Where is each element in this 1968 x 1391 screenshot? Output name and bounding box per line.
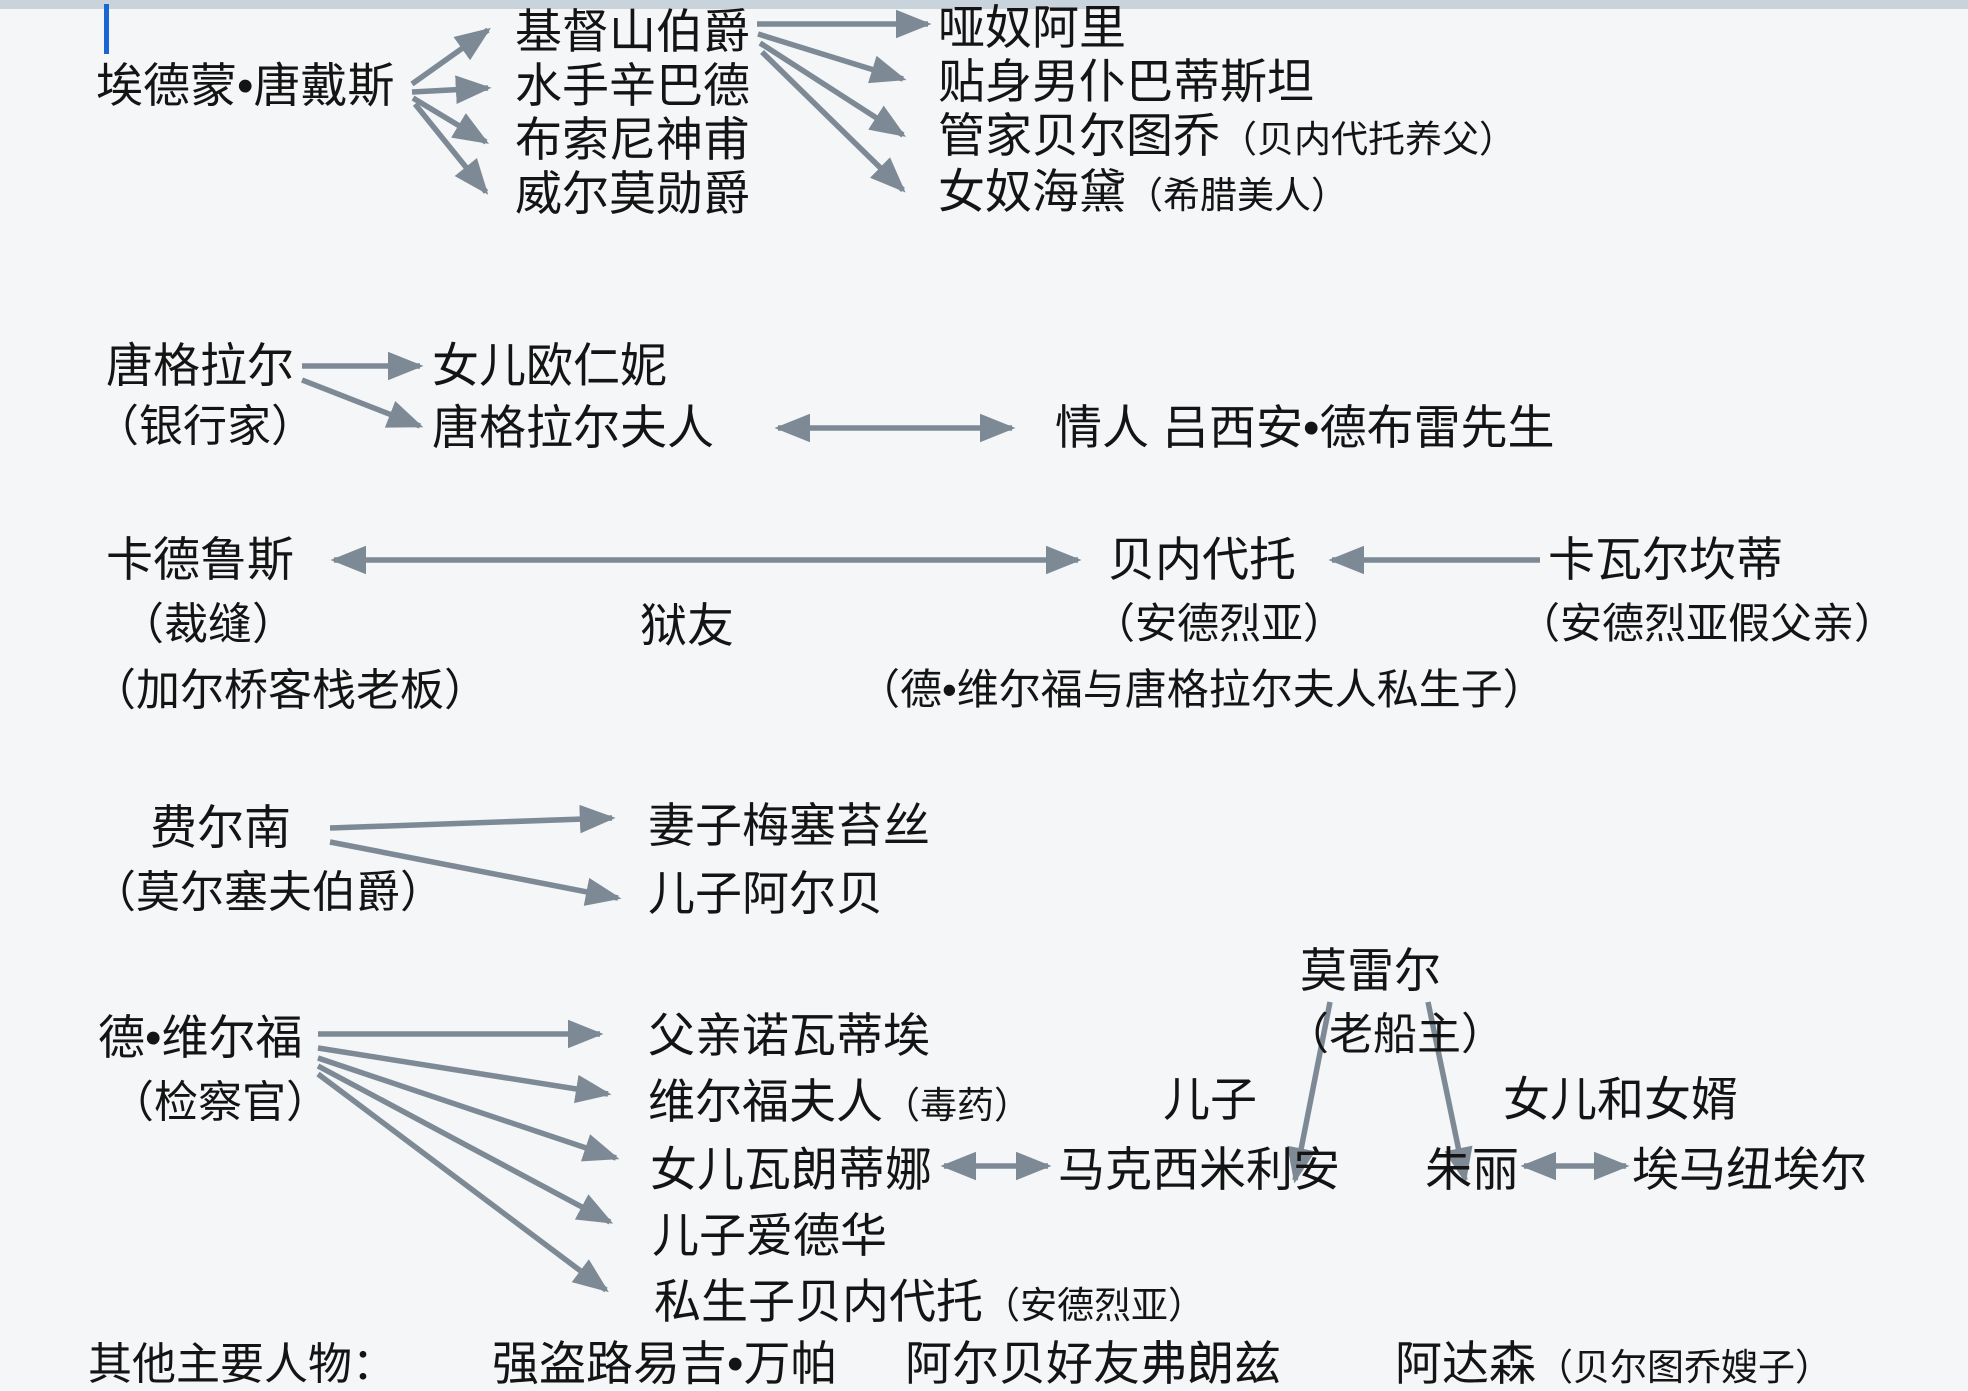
node-vampa: 强盗路易吉•万帕 (492, 1337, 838, 1390)
arrow-dantes-alias-1 (411, 75, 492, 104)
node-debray: 情人 吕西安•德布雷先生 (1055, 401, 1555, 454)
node-emmanuel: 埃马纽埃尔 (1632, 1143, 1867, 1196)
node-valentine: 女儿瓦朗蒂娜 (650, 1143, 932, 1196)
arrow-dantes-alias-2 (411, 95, 490, 145)
node-villefort-role: （检察官） (110, 1078, 330, 1127)
node-julie: 朱丽 (1425, 1143, 1519, 1196)
node-morrel: 莫雷尔 (1300, 944, 1441, 997)
node-danglars-role: （银行家） (95, 402, 315, 451)
node-fernand-role: （莫尔塞夫伯爵） (92, 868, 444, 917)
note-benedetto-origin: （德•维尔福与唐格拉尔夫人私生子） (858, 666, 1545, 713)
label-prison-mates: 狱友 (640, 599, 734, 652)
label-morrel-son: 儿子 (1163, 1073, 1257, 1126)
arrow-morrel-son (1287, 1001, 1333, 1184)
node-albert: 儿子阿尔贝 (648, 867, 883, 920)
node-maximilien: 马克西米利安 (1058, 1143, 1340, 1196)
node-fernand: 费尔南 (150, 801, 291, 854)
note-benedetto-alias: （安德烈亚） (1093, 600, 1346, 647)
window-top-strip (0, 0, 1968, 9)
node-morrel-role: （老船主） (1285, 1010, 1505, 1059)
text-cursor (104, 4, 109, 54)
node-dantes: 埃德蒙•唐戴斯 (96, 59, 395, 112)
note-assunta: （贝尔图乔嫂子） (1536, 1347, 1832, 1388)
node-alias-sinbad: 水手辛巴德 (515, 59, 750, 112)
note-haydee: （希腊美人） (1126, 175, 1348, 216)
node-mme-danglars: 唐格拉尔夫人 (432, 401, 714, 454)
node-servant-haydee: 女奴海黛（希腊美人） (938, 165, 1348, 218)
node-cavalcanti: 卡瓦尔坎蒂 (1548, 533, 1783, 586)
node-eugenie: 女儿欧仁妮 (432, 339, 667, 392)
node-caderousse: 卡德鲁斯 (106, 533, 294, 586)
arrow-villefort-wife (317, 1045, 612, 1104)
node-caderousse-role1: （裁缝） (120, 600, 296, 649)
node-assunta: 阿达森（贝尔图乔嫂子） (1395, 1337, 1832, 1390)
arrow-cristo-servant-1 (757, 31, 907, 84)
arrow-cristo-servant-2 (758, 40, 907, 138)
node-edouard: 儿子爱德华 (652, 1209, 887, 1262)
node-servant-baptistin: 贴身男仆巴蒂斯坦 (938, 55, 1314, 108)
node-alias-wilmore: 威尔莫勋爵 (515, 167, 750, 220)
note-poison: （毒药） (883, 1085, 1031, 1126)
arrow-morrel-daughter (1425, 1001, 1473, 1184)
note-bertuccio: （贝内代托养父） (1220, 119, 1516, 160)
node-franz: 阿尔贝好友弗朗兹 (905, 1337, 1281, 1390)
arrow-villefort-son (316, 1063, 614, 1225)
arrow-danglars-wife (301, 377, 424, 429)
label-morrel-daughter: 女儿和女婿 (1503, 1073, 1738, 1126)
node-mme-villefort: 维尔福夫人（毒药） (648, 1075, 1031, 1128)
node-servant-ali: 哑奴阿里 (938, 1, 1126, 54)
note-cavalcanti-role: （安德烈亚假父亲） (1518, 600, 1897, 647)
node-noirtier: 父亲诺瓦蒂埃 (648, 1009, 930, 1062)
node-bastard-benedetto: 私生子贝内代托（安德烈亚） (654, 1275, 1205, 1328)
node-mercedes: 妻子梅塞苔丝 (648, 799, 930, 852)
label-other-characters: 其他主要人物： (88, 1340, 396, 1389)
arrow-villefort-bastard (316, 1071, 609, 1293)
note-bastard-alias: （安德烈亚） (983, 1285, 1205, 1326)
arrow-dantes-alias-3 (412, 102, 489, 195)
node-alias-busoni: 布索尼神甫 (515, 113, 750, 166)
arrow-fernand-son (329, 839, 622, 906)
arrow-villefort-daughter (317, 1055, 620, 1162)
arrow-fernand-wife (329, 804, 616, 834)
node-servant-bertuccio: 管家贝尔图乔（贝内代托养父） (938, 109, 1516, 162)
node-alias-montecristo: 基督山伯爵 (515, 5, 750, 58)
node-benedetto: 贝内代托 (1108, 533, 1296, 586)
node-caderousse-role2: （加尔桥客栈老板） (92, 666, 488, 715)
arrow-cristo-servant-3 (760, 50, 906, 193)
node-danglars: 唐格拉尔 (106, 339, 294, 392)
arrow-dantes-alias-0 (410, 27, 491, 87)
node-villefort: 德•维尔福 (98, 1011, 303, 1064)
